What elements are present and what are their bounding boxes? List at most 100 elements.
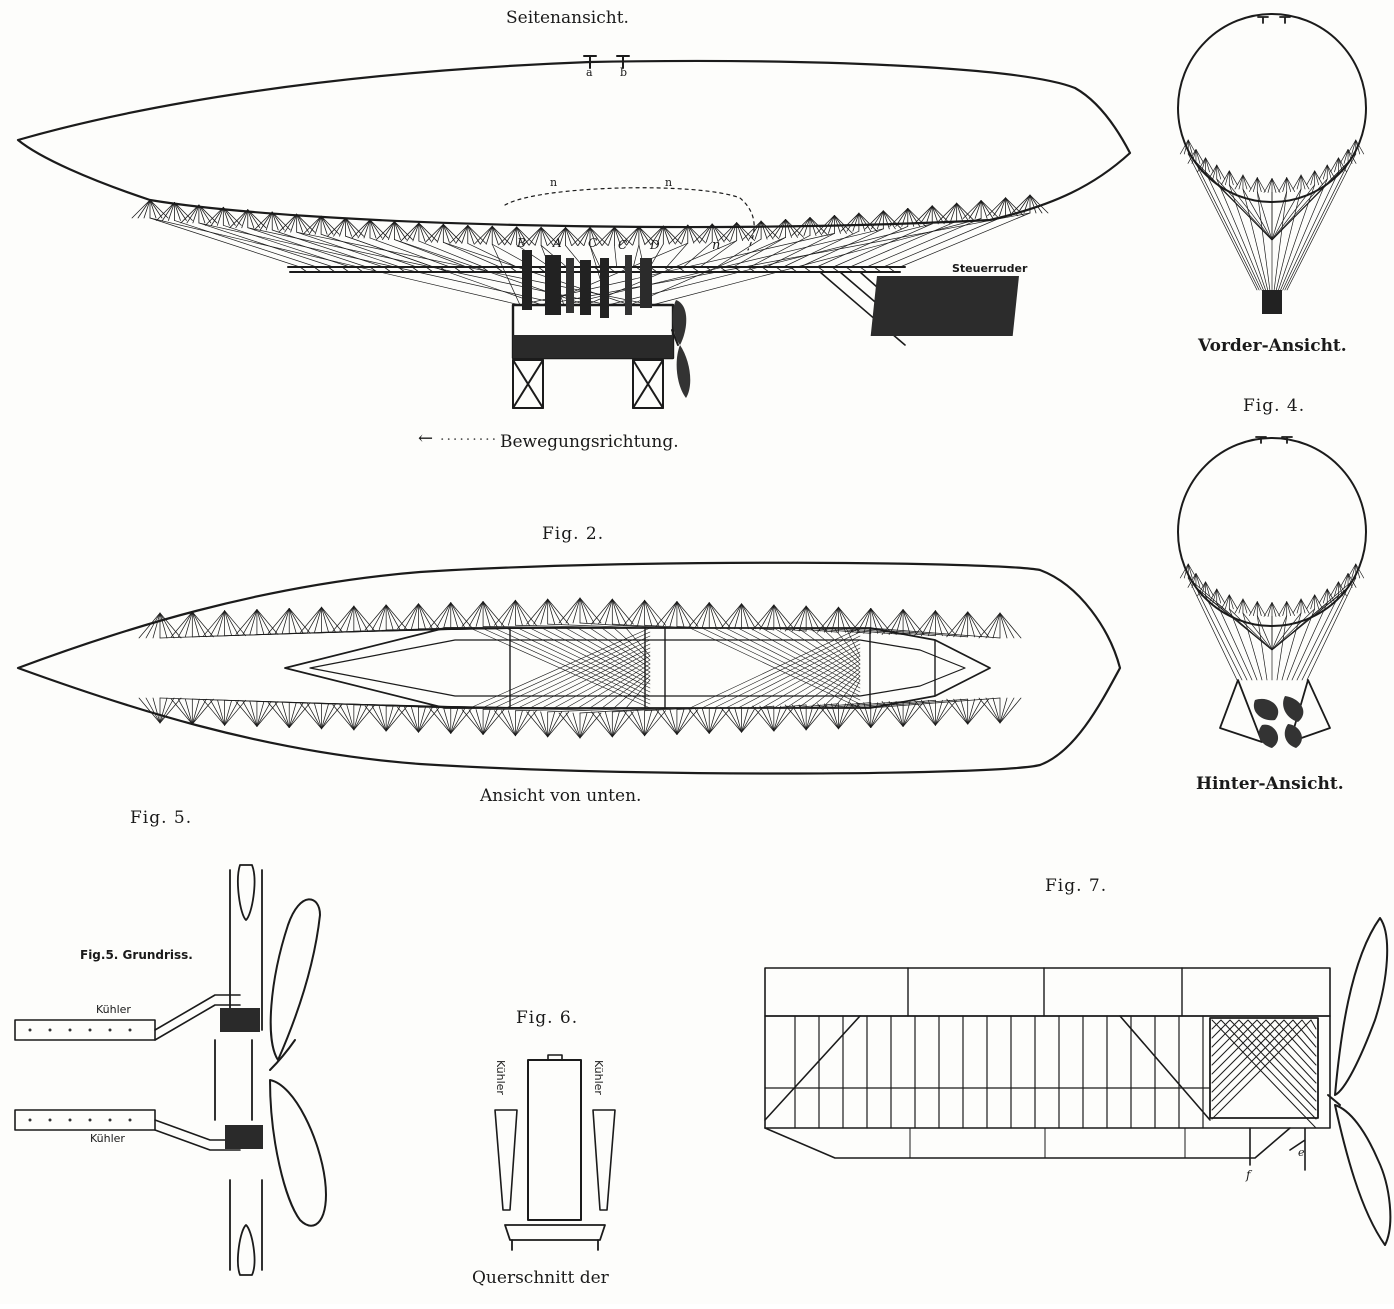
fringe-line: [737, 223, 749, 241]
fringe-line: [1257, 178, 1265, 192]
rig-line: [870, 698, 1000, 708]
fringe-line: [847, 213, 859, 231]
rig-line: [150, 218, 520, 305]
fringe-line: [1257, 178, 1261, 192]
fringe-line: [932, 206, 944, 224]
fringe-line: [1283, 602, 1287, 616]
fringe-line: [663, 710, 677, 735]
web-line: [590, 668, 650, 708]
rig-line: [1229, 609, 1257, 680]
fig7-propeller: [1328, 918, 1390, 1245]
fringe-line: [225, 611, 239, 636]
fringe-line: [1253, 602, 1257, 616]
fringe-line: [437, 603, 451, 628]
fringe-line: [501, 711, 515, 736]
web-line: [590, 628, 650, 668]
label-C1: C: [588, 236, 597, 250]
direction-arrow: ←: [418, 428, 433, 449]
fringe-line: [774, 605, 788, 630]
fringe-line: [1287, 602, 1291, 616]
fig7-engine-hatching: [1212, 1020, 1316, 1128]
cooler-dots: [29, 1029, 132, 1122]
fringe-line: [1287, 178, 1291, 192]
rig-line: [817, 226, 908, 267]
fringe-line: [1257, 602, 1261, 616]
rig-line: [667, 243, 688, 267]
fringe-line: [1287, 178, 1295, 192]
fringe-line: [1217, 589, 1225, 603]
fringe-line: [954, 612, 968, 637]
front-top-valves: [1258, 17, 1290, 23]
fringe-line: [1307, 595, 1315, 609]
fringe-line: [920, 206, 932, 224]
web-line: [714, 636, 860, 708]
fringe-line: [308, 607, 322, 632]
label-a: a: [586, 66, 593, 79]
fringe-line: [725, 223, 737, 241]
fringe-line: [346, 218, 358, 236]
fringe-line: [354, 606, 368, 631]
rig-line: [1285, 163, 1348, 290]
fringe-line: [1030, 195, 1042, 213]
fringe-line: [334, 218, 346, 236]
fringe-line: [1221, 595, 1229, 609]
fringe-line: [742, 604, 756, 629]
fringe-line: [372, 706, 386, 731]
fringe-line: [1293, 175, 1301, 189]
fringe-line: [211, 700, 225, 725]
fringe-line: [1301, 599, 1309, 613]
fringe-line: [1217, 165, 1225, 179]
front-view-caption: Vorder-Ansicht.: [1198, 336, 1347, 356]
fringe-line: [192, 612, 206, 637]
fig4-caption: Hinter-Ansicht.: [1196, 774, 1344, 794]
fringe-line: [1307, 171, 1315, 185]
fringe-line: [663, 226, 675, 244]
fringe-line: [968, 699, 982, 724]
fig4-number: Fig. 4.: [1243, 396, 1305, 416]
rig-line: [1276, 189, 1301, 290]
fringe-line: [322, 607, 336, 632]
fringe-line: [1264, 603, 1272, 617]
rig-line: [150, 218, 300, 267]
hatch-line: [1284, 1020, 1316, 1056]
rig-line: [1196, 163, 1259, 290]
web-line: [750, 628, 860, 688]
fringe-line: [382, 222, 394, 240]
fig7-truss-verticals: [765, 1016, 1210, 1128]
fig7-upper-frame: [765, 968, 1330, 1016]
keel-girder: [288, 267, 905, 272]
fringe-line: [211, 611, 225, 636]
web-line: [726, 640, 860, 708]
fringe-line: [1272, 603, 1280, 617]
rig-line: [1196, 587, 1242, 680]
fringe-line: [1268, 179, 1272, 193]
fringe-line: [275, 608, 289, 633]
fringe-line: [1279, 602, 1287, 616]
hatch-line: [1212, 1020, 1316, 1128]
coolers: [15, 1020, 155, 1130]
fringe-line: [308, 704, 322, 729]
label-b: b: [620, 66, 627, 79]
fringe-line: [627, 227, 639, 245]
fringe-line: [146, 613, 160, 638]
fringe-line: [1249, 178, 1257, 192]
fringe-line: [954, 699, 968, 724]
side-envelope: [18, 61, 1130, 227]
rig-line: [1272, 154, 1356, 240]
fringe-line: [1268, 603, 1272, 617]
fig6-cooler-right: Kühler: [592, 1060, 605, 1095]
side-view-drawing: [18, 56, 1130, 408]
fringe-line: [236, 210, 248, 228]
fringe-line: [935, 700, 949, 725]
fringe-line: [1249, 602, 1257, 616]
fringe-line: [631, 711, 645, 736]
label-C2: C: [618, 238, 627, 252]
fringe-line: [1225, 171, 1229, 185]
fringe-line: [935, 611, 949, 636]
fringe-line: [1272, 603, 1276, 617]
fringe-line: [340, 606, 354, 631]
rear-rigging: [1180, 564, 1364, 680]
rig-line: [1307, 578, 1356, 680]
fig5-cooler-bottom: Kühler: [90, 1132, 125, 1145]
fringe-line: [187, 205, 199, 223]
